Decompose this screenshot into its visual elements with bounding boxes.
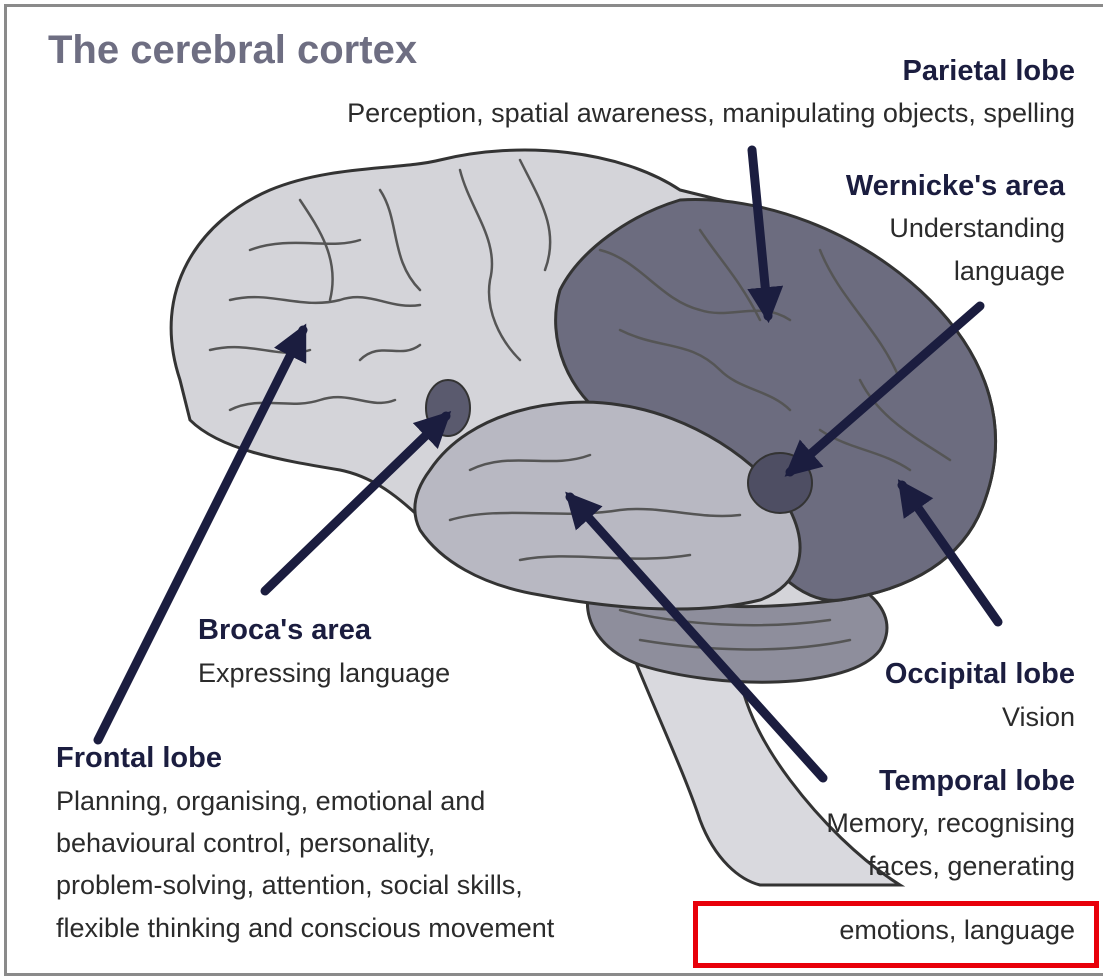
frontal-lobe-description-line: problem-solving, attention, social skill… [56, 870, 523, 901]
temporal-lobe-heading: Temporal lobe [879, 765, 1075, 798]
broca-area-heading: Broca's area [198, 614, 371, 647]
temporal-lobe-description-line: emotions, language [839, 915, 1075, 946]
diagram-title: The cerebral cortex [48, 28, 417, 73]
broca-area-description: Expressing language [198, 658, 450, 689]
frontal-lobe-description-line: Planning, organising, emotional and [56, 786, 485, 817]
parietal-lobe-description: Perception, spatial awareness, manipulat… [347, 98, 1075, 129]
occipital-lobe-heading: Occipital lobe [885, 658, 1075, 691]
frontal-lobe-description-line: behavioural control, personality, [56, 828, 435, 859]
frontal-lobe-heading: Frontal lobe [56, 742, 222, 775]
wernicke-area-heading: Wernicke's area [846, 170, 1065, 203]
temporal-lobe-description-line: faces, generating [868, 851, 1075, 882]
frontal-lobe-description-line: flexible thinking and conscious movement [56, 913, 554, 944]
wernicke-area-description-line: language [954, 256, 1065, 287]
occipital-lobe-description: Vision [1002, 702, 1075, 733]
wernicke-area-description-line: Understanding [889, 213, 1065, 244]
parietal-lobe-heading: Parietal lobe [903, 55, 1075, 88]
temporal-lobe-description-line: Memory, recognising [826, 808, 1075, 839]
